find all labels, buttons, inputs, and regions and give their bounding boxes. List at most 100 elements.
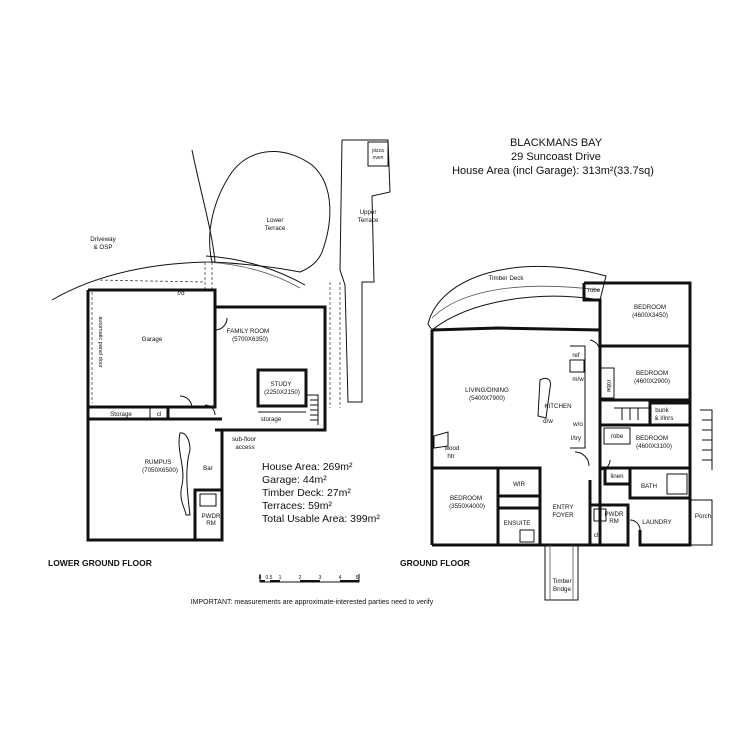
scale-tick-0: 0 bbox=[259, 575, 262, 581]
door-swing-g4 bbox=[589, 339, 601, 353]
pizza-oven bbox=[367, 141, 389, 167]
scale-tick-05: 0.5 bbox=[266, 575, 273, 581]
storage-strip bbox=[86, 405, 170, 421]
label-ensuite: ENSUITE bbox=[504, 520, 531, 527]
label-laundry: LAUNDRY bbox=[642, 519, 671, 526]
label-garage-door: automatic panel door bbox=[97, 316, 103, 368]
label-upper-terrace: Upper bbox=[360, 209, 377, 216]
label-foyer: FOYER bbox=[552, 512, 574, 519]
ground-labels: Timber Deck robe BEDROOM (4600X3450) BED… bbox=[444, 275, 712, 593]
label-family-room-dim: (5700X6350) bbox=[232, 336, 268, 343]
label-bedroom-3: BEDROOM bbox=[636, 435, 668, 442]
wood-heater bbox=[433, 431, 449, 449]
ground-floor-title: GROUND FLOOR bbox=[400, 558, 470, 568]
lower-outdoor bbox=[51, 139, 391, 408]
label-porch: Porch bbox=[695, 513, 712, 520]
garage-wall bbox=[86, 288, 217, 409]
label-ref: ref bbox=[572, 352, 580, 359]
house-area: House Area: 269m² bbox=[262, 461, 353, 473]
label-ltry: l/try bbox=[571, 435, 582, 442]
header-title: BLACKMANS BAY bbox=[510, 137, 603, 149]
label-subfloor-access: access bbox=[235, 444, 254, 451]
label-driveway: Driveway bbox=[90, 236, 116, 243]
label-pizza: pizza bbox=[372, 148, 384, 154]
label-family-room: FAMILY ROOM bbox=[227, 328, 269, 335]
scale-fill-2 bbox=[270, 580, 280, 582]
label-study-dim: (2250X2150) bbox=[264, 389, 300, 396]
door-swing-2 bbox=[204, 404, 216, 416]
door-swing-3 bbox=[214, 317, 228, 331]
header-address: 29 Suncoast Drive bbox=[511, 151, 601, 163]
total-area: Total Usable Area: 399m² bbox=[262, 513, 380, 525]
lower-walls bbox=[86, 288, 327, 542]
timber-arc-lower-2 bbox=[205, 261, 301, 289]
label-bedroom-2: BEDROOM bbox=[636, 370, 668, 377]
label-lower-terrace-2: Terrace bbox=[265, 225, 286, 232]
porch bbox=[690, 499, 713, 546]
timber-bridge-outline bbox=[544, 545, 579, 601]
scale-fill-3 bbox=[300, 580, 320, 582]
timber-arc-lower bbox=[205, 255, 306, 286]
label-garage: Garage bbox=[142, 336, 163, 343]
label-timber-bridge-2: Bridge bbox=[553, 586, 571, 593]
scale-tick-1: 1 bbox=[279, 575, 282, 581]
label-storage: Storage bbox=[110, 411, 132, 418]
scale-tick-4: 4 bbox=[339, 575, 342, 581]
label-living: LIVING/DINING bbox=[465, 387, 509, 394]
label-oven: oven bbox=[373, 155, 384, 161]
kitchen-island bbox=[537, 377, 551, 419]
pwdr-ground-wall bbox=[588, 503, 630, 547]
label-driveway-osp: & OSP bbox=[94, 244, 113, 251]
label-storage-study: storage bbox=[261, 416, 282, 423]
label-rumpus: RUMPUS bbox=[145, 459, 172, 466]
label-rm-ground: RM bbox=[609, 518, 619, 525]
label-mw: m/w bbox=[572, 376, 584, 383]
robe3 bbox=[603, 427, 631, 445]
door-swing-g3 bbox=[629, 519, 641, 531]
label-cl-lower: cl bbox=[157, 411, 161, 418]
label-bedroom-3-dim: (4600X3100) bbox=[636, 443, 672, 450]
study-wall bbox=[256, 368, 308, 408]
label-bedroom-4: BEDROOM bbox=[450, 495, 482, 502]
label-bar: Bar bbox=[203, 465, 213, 472]
label-dw: d/w bbox=[543, 418, 553, 425]
plan-header: BLACKMANS BAY 29 Suncoast Drive House Ar… bbox=[452, 137, 654, 177]
label-bunk-lnrs: & l/lnrs bbox=[655, 415, 674, 422]
garage-area: Garage: 44m² bbox=[262, 474, 327, 486]
label-pwdr-lower: PWDR bbox=[202, 513, 221, 520]
door-swing-1 bbox=[179, 395, 193, 409]
lower-labels: Driveway & OSP Lower Terrace Upper Terra… bbox=[90, 148, 384, 527]
disclaimer-note: IMPORTANT: measurements are approximate-… bbox=[191, 599, 434, 606]
label-rm-lower: RM bbox=[206, 520, 216, 527]
robe2 bbox=[599, 367, 615, 399]
label-kitchen: KITCHEN bbox=[544, 403, 571, 410]
timber-deck-outline bbox=[427, 265, 607, 331]
label-robe-3: robe bbox=[611, 433, 624, 440]
scale-bar: 0 0.5 1 2 3 4 5 bbox=[259, 574, 360, 583]
bar-counter bbox=[178, 432, 191, 516]
label-living-dim: (5400X7900) bbox=[469, 395, 505, 402]
label-robe-2: robe bbox=[605, 380, 612, 393]
pwdr-basin bbox=[199, 493, 217, 507]
label-bedroom-4-dim: (3550X4000) bbox=[449, 503, 485, 510]
label-linen: linen bbox=[610, 473, 624, 480]
label-bedroom-1-dim: (4600X3450) bbox=[632, 312, 668, 319]
label-bedroom-2-dim: (4600X2900) bbox=[634, 378, 670, 385]
timber-deck-inner bbox=[431, 285, 601, 319]
hall-stair bbox=[614, 407, 651, 425]
scale-tick-3: 3 bbox=[319, 575, 322, 581]
label-timber-bridge: Timber bbox=[552, 578, 571, 585]
label-rumpus-dim: (7050X6500) bbox=[142, 467, 178, 474]
pwdr-lower-wall bbox=[193, 488, 224, 542]
driveway-outline bbox=[51, 149, 216, 301]
family-room-wall bbox=[215, 305, 327, 432]
scale-tick-5: 5 bbox=[356, 575, 359, 581]
label-bedroom-1: BEDROOM bbox=[634, 304, 666, 311]
label-rd: r/d bbox=[177, 290, 185, 297]
timber-deck-area: Timber Deck: 27m² bbox=[262, 487, 351, 499]
label-bath: BATH bbox=[641, 483, 657, 490]
ground-walls bbox=[427, 265, 713, 601]
label-robe-1: robe bbox=[588, 287, 601, 294]
scale-tick-2: 2 bbox=[299, 575, 302, 581]
